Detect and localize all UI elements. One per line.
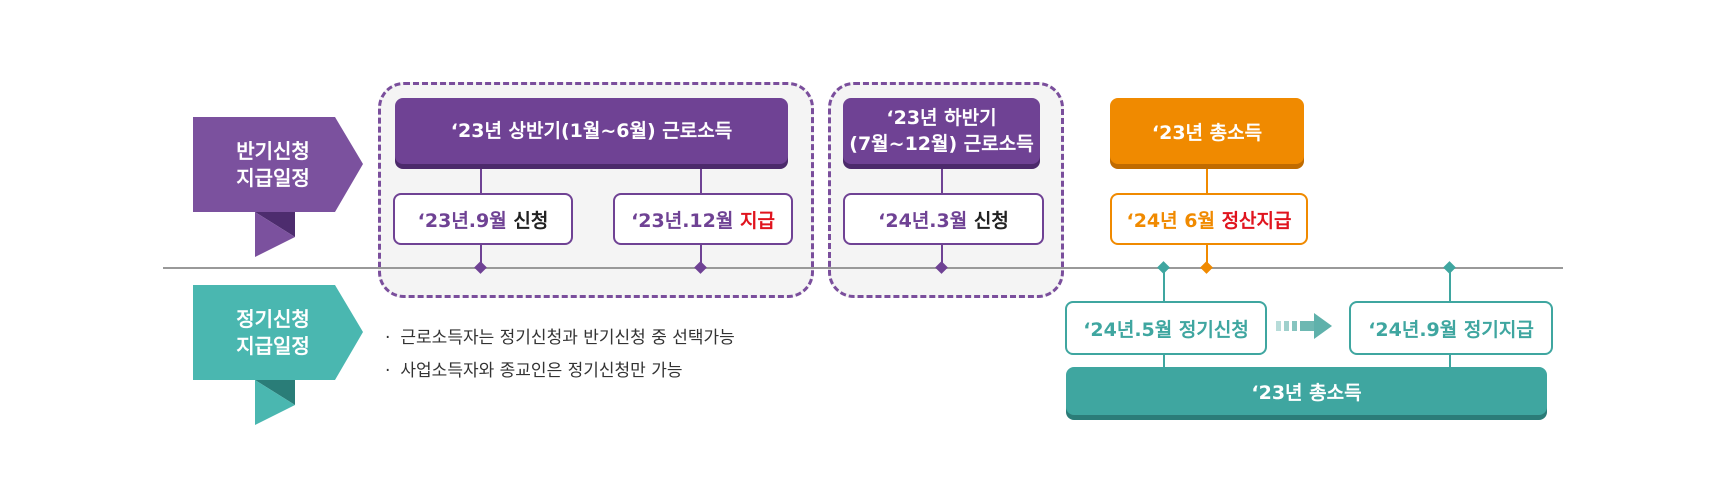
total-income-text-teal: ‘23년 총소득 (1251, 381, 1362, 404)
regular-label-line2: 지급일정 (236, 333, 310, 358)
settlement-jun-2024-box: ‘24년 6월 정산지급 (1110, 193, 1308, 245)
second-half-income-line2: (7월~12월) 근로소득 (849, 133, 1034, 155)
settlement-jun-2024-action: 정산지급 (1221, 209, 1292, 232)
regular-apply-box: ‘24년.5월 정기신청 (1065, 301, 1267, 355)
notes-list: 근로소득자는 정기신청과 반기신청 중 선택가능 사업소득자와 종교인은 정기신… (385, 322, 735, 388)
regular-pay-box: ‘24년.9월 정기지급 (1349, 301, 1553, 355)
regular-ribbon-shape (193, 285, 363, 425)
second-half-income-box: ‘23년 하반기 (7월~12월) 근로소득 (843, 98, 1040, 164)
second-half-income-line1: ‘23년 하반기 (886, 107, 997, 129)
note-item: 사업소득자와 종교인은 정기신청만 가능 (385, 355, 735, 388)
timeline-marker (1200, 261, 1213, 274)
half-year-ribbon-shape (193, 117, 363, 257)
arrow-right-icon (1276, 311, 1336, 341)
first-half-income-box: ‘23년 상반기(1월~6월) 근로소득 (395, 98, 788, 164)
total-income-box-teal: ‘23년 총소득 (1066, 367, 1547, 415)
half-year-ribbon-label: 반기신청 지급일정 (193, 117, 353, 212)
timeline-marker (1443, 261, 1456, 274)
arrow-right-svg (1276, 313, 1332, 339)
pay-dec-2023-action: 지급 (739, 209, 775, 232)
apply-sep-2023-action: 신청 (513, 209, 549, 232)
pay-dec-2023-date: ‘23년.12월 (631, 209, 734, 232)
apply-sep-2023-box: ‘23년.9월 신청 (393, 193, 573, 245)
regular-pay-text: ‘24년.9월 정기지급 (1368, 318, 1534, 341)
half-year-label-line2: 지급일정 (236, 165, 310, 190)
half-year-label-line1: 반기신청 (236, 138, 310, 163)
timeline-line (163, 267, 1563, 269)
first-half-income-text: ‘23년 상반기(1월~6월) 근로소득 (450, 120, 733, 142)
pay-dec-2023-box: ‘23년.12월 지급 (613, 193, 793, 245)
regular-ribbon-label: 정기신청 지급일정 (193, 285, 353, 380)
apply-sep-2023-date: ‘23년.9월 (417, 209, 507, 232)
note-item: 근로소득자는 정기신청과 반기신청 중 선택가능 (385, 322, 734, 355)
apply-mar-2024-date: ‘24년.3월 (878, 209, 968, 232)
total-income-text-orange: ‘23년 총소득 (1151, 121, 1263, 144)
regular-apply-text: ‘24년.5월 정기신청 (1083, 318, 1249, 341)
settlement-jun-2024-date: ‘24년 6월 (1126, 209, 1215, 232)
timeline-marker (1157, 261, 1170, 274)
apply-mar-2024-box: ‘24년.3월 신청 (843, 193, 1044, 245)
total-income-box-orange: ‘23년 총소득 (1110, 98, 1304, 164)
regular-label-line1: 정기신청 (236, 306, 310, 331)
apply-mar-2024-action: 신청 (973, 209, 1009, 232)
